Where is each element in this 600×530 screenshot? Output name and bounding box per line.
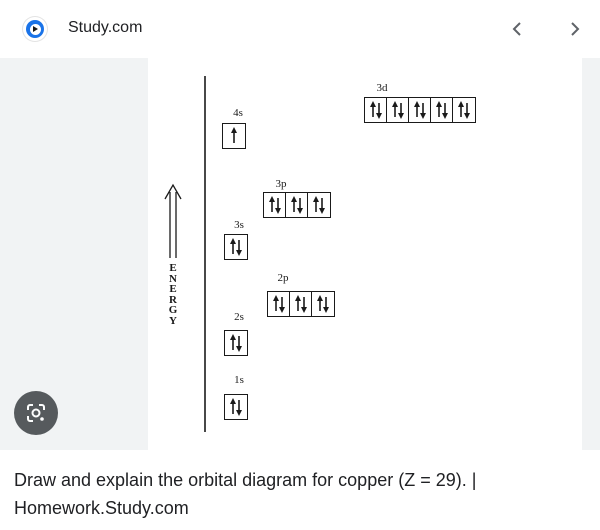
orbital-box bbox=[225, 235, 247, 259]
orbital-2p bbox=[267, 291, 335, 317]
up-down-arrows-icon bbox=[317, 295, 329, 313]
google-lens-button[interactable] bbox=[14, 391, 58, 435]
source-name[interactable]: Study.com bbox=[68, 19, 143, 36]
orbital-box bbox=[431, 98, 453, 122]
orbital-box bbox=[453, 98, 475, 122]
chevron-right-icon bbox=[571, 22, 580, 36]
diagram-axes bbox=[164, 76, 206, 432]
next-button[interactable] bbox=[559, 14, 589, 44]
orbital-box bbox=[308, 193, 330, 217]
orbital-3d bbox=[364, 97, 476, 123]
orbital-box bbox=[387, 98, 409, 122]
orbital-3s bbox=[224, 234, 248, 260]
up-down-arrows-icon bbox=[230, 238, 242, 256]
up-down-arrows-icon bbox=[369, 101, 382, 119]
up-arrow-icon bbox=[231, 127, 237, 143]
up-down-arrows-icon bbox=[458, 101, 470, 119]
orbital-label-3p: 3p bbox=[275, 178, 287, 190]
orbital-label-1s: 1s bbox=[234, 374, 244, 386]
up-down-arrows-icon bbox=[268, 196, 281, 214]
image-caption[interactable]: Draw and explain the orbital diagram for… bbox=[14, 470, 477, 518]
orbital-2s bbox=[224, 330, 248, 356]
study-com-logo-icon[interactable] bbox=[23, 17, 47, 41]
orbital-1s bbox=[224, 394, 248, 420]
orbital-label-3s: 3s bbox=[234, 219, 244, 231]
energy-axis-label: E N E R G Y bbox=[168, 262, 178, 327]
orbital-label-2s: 2s bbox=[234, 311, 244, 323]
orbital-3p bbox=[263, 192, 331, 218]
viewer-header: Study.com bbox=[0, 0, 600, 58]
orbital-diagram: E N E R G Y 1s 2s 2p 3s 3p 4s 3d bbox=[148, 58, 582, 450]
orbital-box bbox=[409, 98, 431, 122]
up-down-arrows-icon bbox=[230, 334, 242, 352]
orbital-box bbox=[223, 124, 245, 148]
orbital-box bbox=[225, 395, 247, 419]
image-preview[interactable]: E N E R G Y 1s 2s 2p 3s 3p 4s 3d bbox=[0, 58, 600, 450]
orbital-label-2p: 2p bbox=[277, 272, 289, 284]
orbital-box bbox=[290, 292, 312, 316]
orbital-box bbox=[286, 193, 308, 217]
google-lens-icon bbox=[27, 404, 45, 422]
orbital-box bbox=[268, 292, 290, 316]
up-down-arrows-icon bbox=[413, 101, 426, 119]
up-down-arrows-icon bbox=[290, 196, 303, 214]
orbital-4s bbox=[222, 123, 246, 149]
orbital-box bbox=[225, 331, 247, 355]
up-down-arrows-icon bbox=[272, 295, 285, 313]
chevron-left-icon bbox=[512, 22, 521, 36]
orbital-label-4s: 4s bbox=[233, 107, 243, 119]
previous-button[interactable] bbox=[503, 14, 533, 44]
orbital-box bbox=[312, 292, 334, 316]
up-down-arrows-icon bbox=[391, 101, 404, 119]
up-down-arrows-icon bbox=[435, 101, 448, 119]
orbital-box bbox=[365, 98, 387, 122]
orbital-box bbox=[264, 193, 286, 217]
orbital-label-3d: 3d bbox=[376, 82, 388, 94]
up-down-arrows-icon bbox=[230, 398, 242, 416]
up-down-arrows-icon bbox=[294, 295, 307, 313]
up-down-arrows-icon bbox=[313, 196, 325, 214]
